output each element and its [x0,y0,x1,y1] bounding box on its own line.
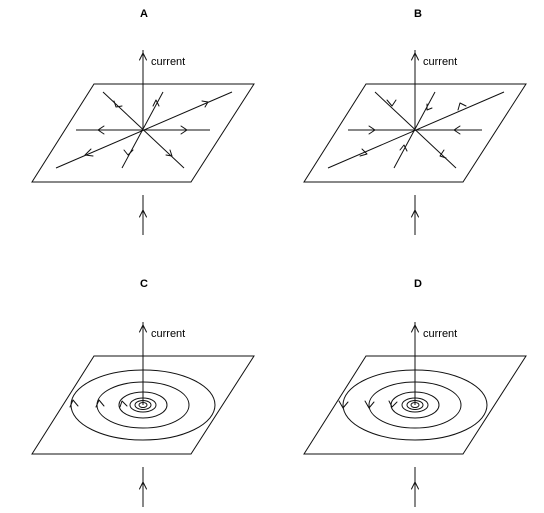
panel-b-current-label: current [423,56,457,68]
panel-d-current-label: current [423,328,457,340]
panel-c: C current [31,278,255,507]
panel-a-field-arrows [84,99,209,157]
panel-c-field-arrows [69,399,128,408]
panel-d-field-arrows [338,400,398,409]
panel-c-current-wire [139,322,147,507]
panel-a: A current [31,8,255,235]
panel-d: D current [303,278,527,507]
panel-b-plane [303,83,527,183]
panel-b-current-wire [411,50,419,235]
panel-d-plane [303,355,527,455]
panel-b-letter: B [414,8,422,20]
panel-a-field-lines [55,91,233,169]
panel-b-field-arrows [359,99,467,159]
panel-d-current-wire [411,322,419,507]
panel-a-letter: A [140,8,148,20]
panel-c-plane [31,355,255,455]
panel-b: B current [303,8,527,235]
panel-c-letter: C [140,278,148,290]
panel-a-plane [31,83,255,183]
panel-a-current-wire [139,50,147,235]
panel-b-field-lines [327,91,505,169]
panel-c-current-label: current [151,328,185,340]
panel-d-letter: D [414,278,422,290]
panel-a-current-label: current [151,56,185,68]
